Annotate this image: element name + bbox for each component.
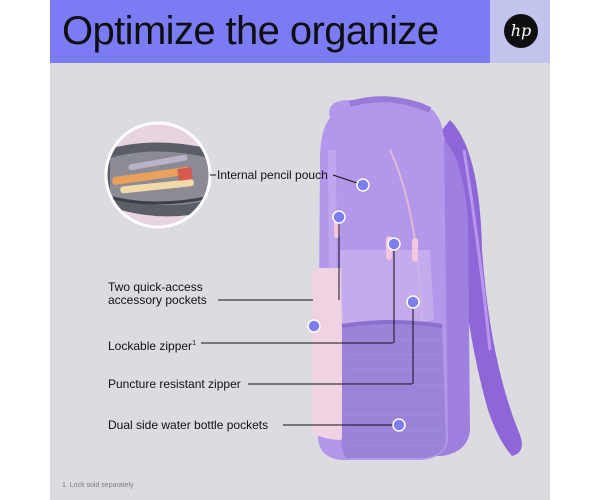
callout-puncture-resistant-zipper: Puncture resistant zipper bbox=[108, 377, 241, 391]
callout-lines bbox=[201, 174, 414, 426]
callout-internal-pencil-pouch: Internal pencil pouch bbox=[217, 168, 328, 182]
callout-dot-pencil-pouch bbox=[356, 178, 370, 192]
callout-dual-side-bottle-pockets: Dual side water bottle pockets bbox=[108, 418, 269, 432]
product-illustration bbox=[104, 96, 522, 460]
page-title: Optimize the organize bbox=[62, 9, 439, 53]
header-banner: Optimize the organize hp bbox=[50, 0, 550, 63]
callout-dot-bottle-pockets bbox=[392, 418, 406, 432]
callout-dot-puncture-zipper bbox=[406, 295, 420, 309]
pencil-pouch-inset bbox=[104, 121, 212, 229]
callout-dot-quick-access-bottom bbox=[307, 319, 321, 333]
callout-quick-access-line2: accessory pockets bbox=[108, 293, 207, 307]
callout-dot-lockable-zipper bbox=[387, 237, 401, 251]
callout-dot-quick-access-top bbox=[332, 210, 346, 224]
product-panel: Optimize the organize hp bbox=[50, 0, 550, 500]
backpack-image bbox=[311, 96, 522, 460]
hp-logo-icon: hp bbox=[504, 14, 538, 48]
callout-quick-access-line1: Two quick-access bbox=[108, 280, 203, 294]
footnote-text: 1. Lock sold separately bbox=[62, 482, 134, 489]
brand-logo-box: hp bbox=[490, 0, 550, 63]
callout-lockable-zipper: Lockable zipper1 bbox=[108, 339, 196, 353]
footnote-marker: 1 bbox=[192, 340, 196, 347]
